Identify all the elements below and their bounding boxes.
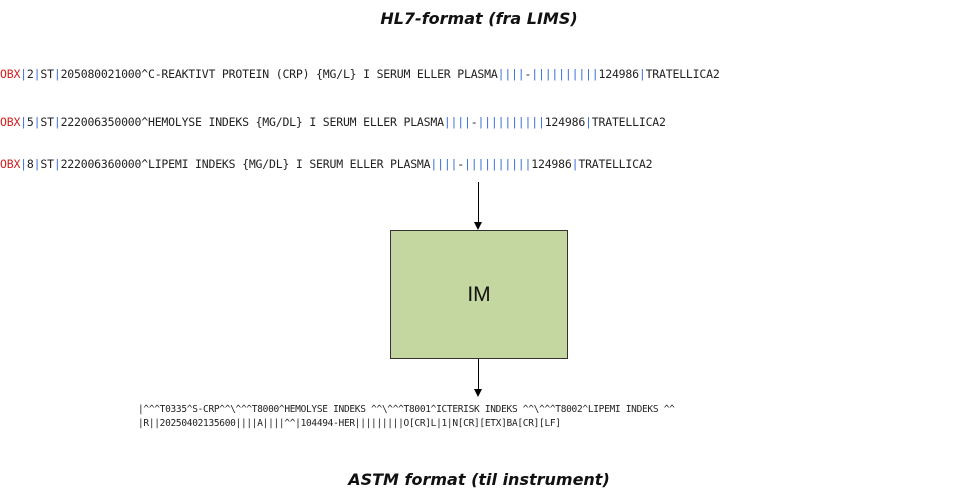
astm-line-tests: |^^^T0335^S-CRP^^\^^^T8000^HEMOLYSE INDE… — [138, 404, 675, 415]
field-value: 124986 — [598, 67, 640, 81]
field-delimiter: |||| — [430, 157, 458, 171]
field-delimiter: |||||||||| — [464, 157, 532, 171]
field-value: ST — [40, 67, 54, 81]
im-label: IM — [467, 282, 491, 306]
field-value: 124986 — [544, 115, 586, 129]
field-delimiter: | — [571, 157, 579, 171]
field-delimiter: | — [33, 115, 41, 129]
field-value: 5 — [26, 115, 34, 129]
field-delimiter: | — [20, 67, 27, 81]
field-delimiter: | — [53, 67, 61, 81]
field-delimiter: | — [53, 115, 61, 129]
field-delimiter: | — [33, 157, 41, 171]
arrow-im-to-astm — [478, 359, 479, 389]
hl7-obx-line-hemolyse: OBX|5|ST|222006350000^HEMOLYSE INDEKS {M… — [0, 115, 666, 129]
field-value: 2 — [26, 67, 34, 81]
field-value: - — [524, 67, 532, 81]
field-delimiter: | — [585, 115, 592, 129]
hl7-obx-line-crp: OBX|2|ST|205080021000^C-REAKTIVT PROTEIN… — [0, 67, 720, 81]
field-value: 8 — [26, 157, 34, 171]
astm-line-order: |R||20250402135600||||A||||^^|104494-HER… — [138, 418, 561, 429]
arrow-down-icon — [474, 222, 482, 230]
field-value: TRATELLICA2 — [591, 115, 666, 129]
field-delimiter: |||| — [497, 67, 525, 81]
arrow-hl7-to-im — [478, 182, 479, 222]
field-value: ST — [40, 115, 54, 129]
field-value: 124986 — [531, 157, 572, 171]
field-value: TRATELLICA2 — [578, 157, 653, 171]
field-delimiter: | — [20, 157, 27, 171]
hl7-format-title: HL7-format (fra LIMS) — [380, 9, 578, 28]
hl7-obx-line-lipemi: OBX|8|ST|222006360000^LIPEMI INDEKS {MG/… — [0, 157, 653, 171]
field-value: 222006360000^LIPEMI INDEKS {MG/DL} I SER… — [60, 157, 431, 171]
field-delimiter: | — [20, 115, 27, 129]
field-value: 205080021000^C-REAKTIVT PROTEIN (CRP) {M… — [60, 67, 498, 81]
arrow-down-icon — [474, 389, 482, 397]
field-delimiter: | — [53, 157, 61, 171]
field-value: ST — [40, 157, 54, 171]
field-delimiter: | — [638, 67, 646, 81]
im-box: IM — [390, 230, 568, 359]
segment-id: OBX — [0, 157, 21, 171]
astm-format-title: ASTM format (til instrument) — [348, 470, 610, 489]
field-value: TRATELLICA2 — [645, 67, 720, 81]
field-value: - — [457, 157, 465, 171]
field-delimiter: |||| — [443, 115, 471, 129]
segment-id: OBX — [0, 67, 21, 81]
field-delimiter: |||||||||| — [477, 115, 545, 129]
field-value: 222006350000^HEMOLYSE INDEKS {MG/DL} I S… — [60, 115, 444, 129]
field-delimiter: |||||||||| — [531, 67, 599, 81]
field-delimiter: | — [33, 67, 41, 81]
segment-id: OBX — [0, 115, 21, 129]
field-value: - — [470, 115, 478, 129]
